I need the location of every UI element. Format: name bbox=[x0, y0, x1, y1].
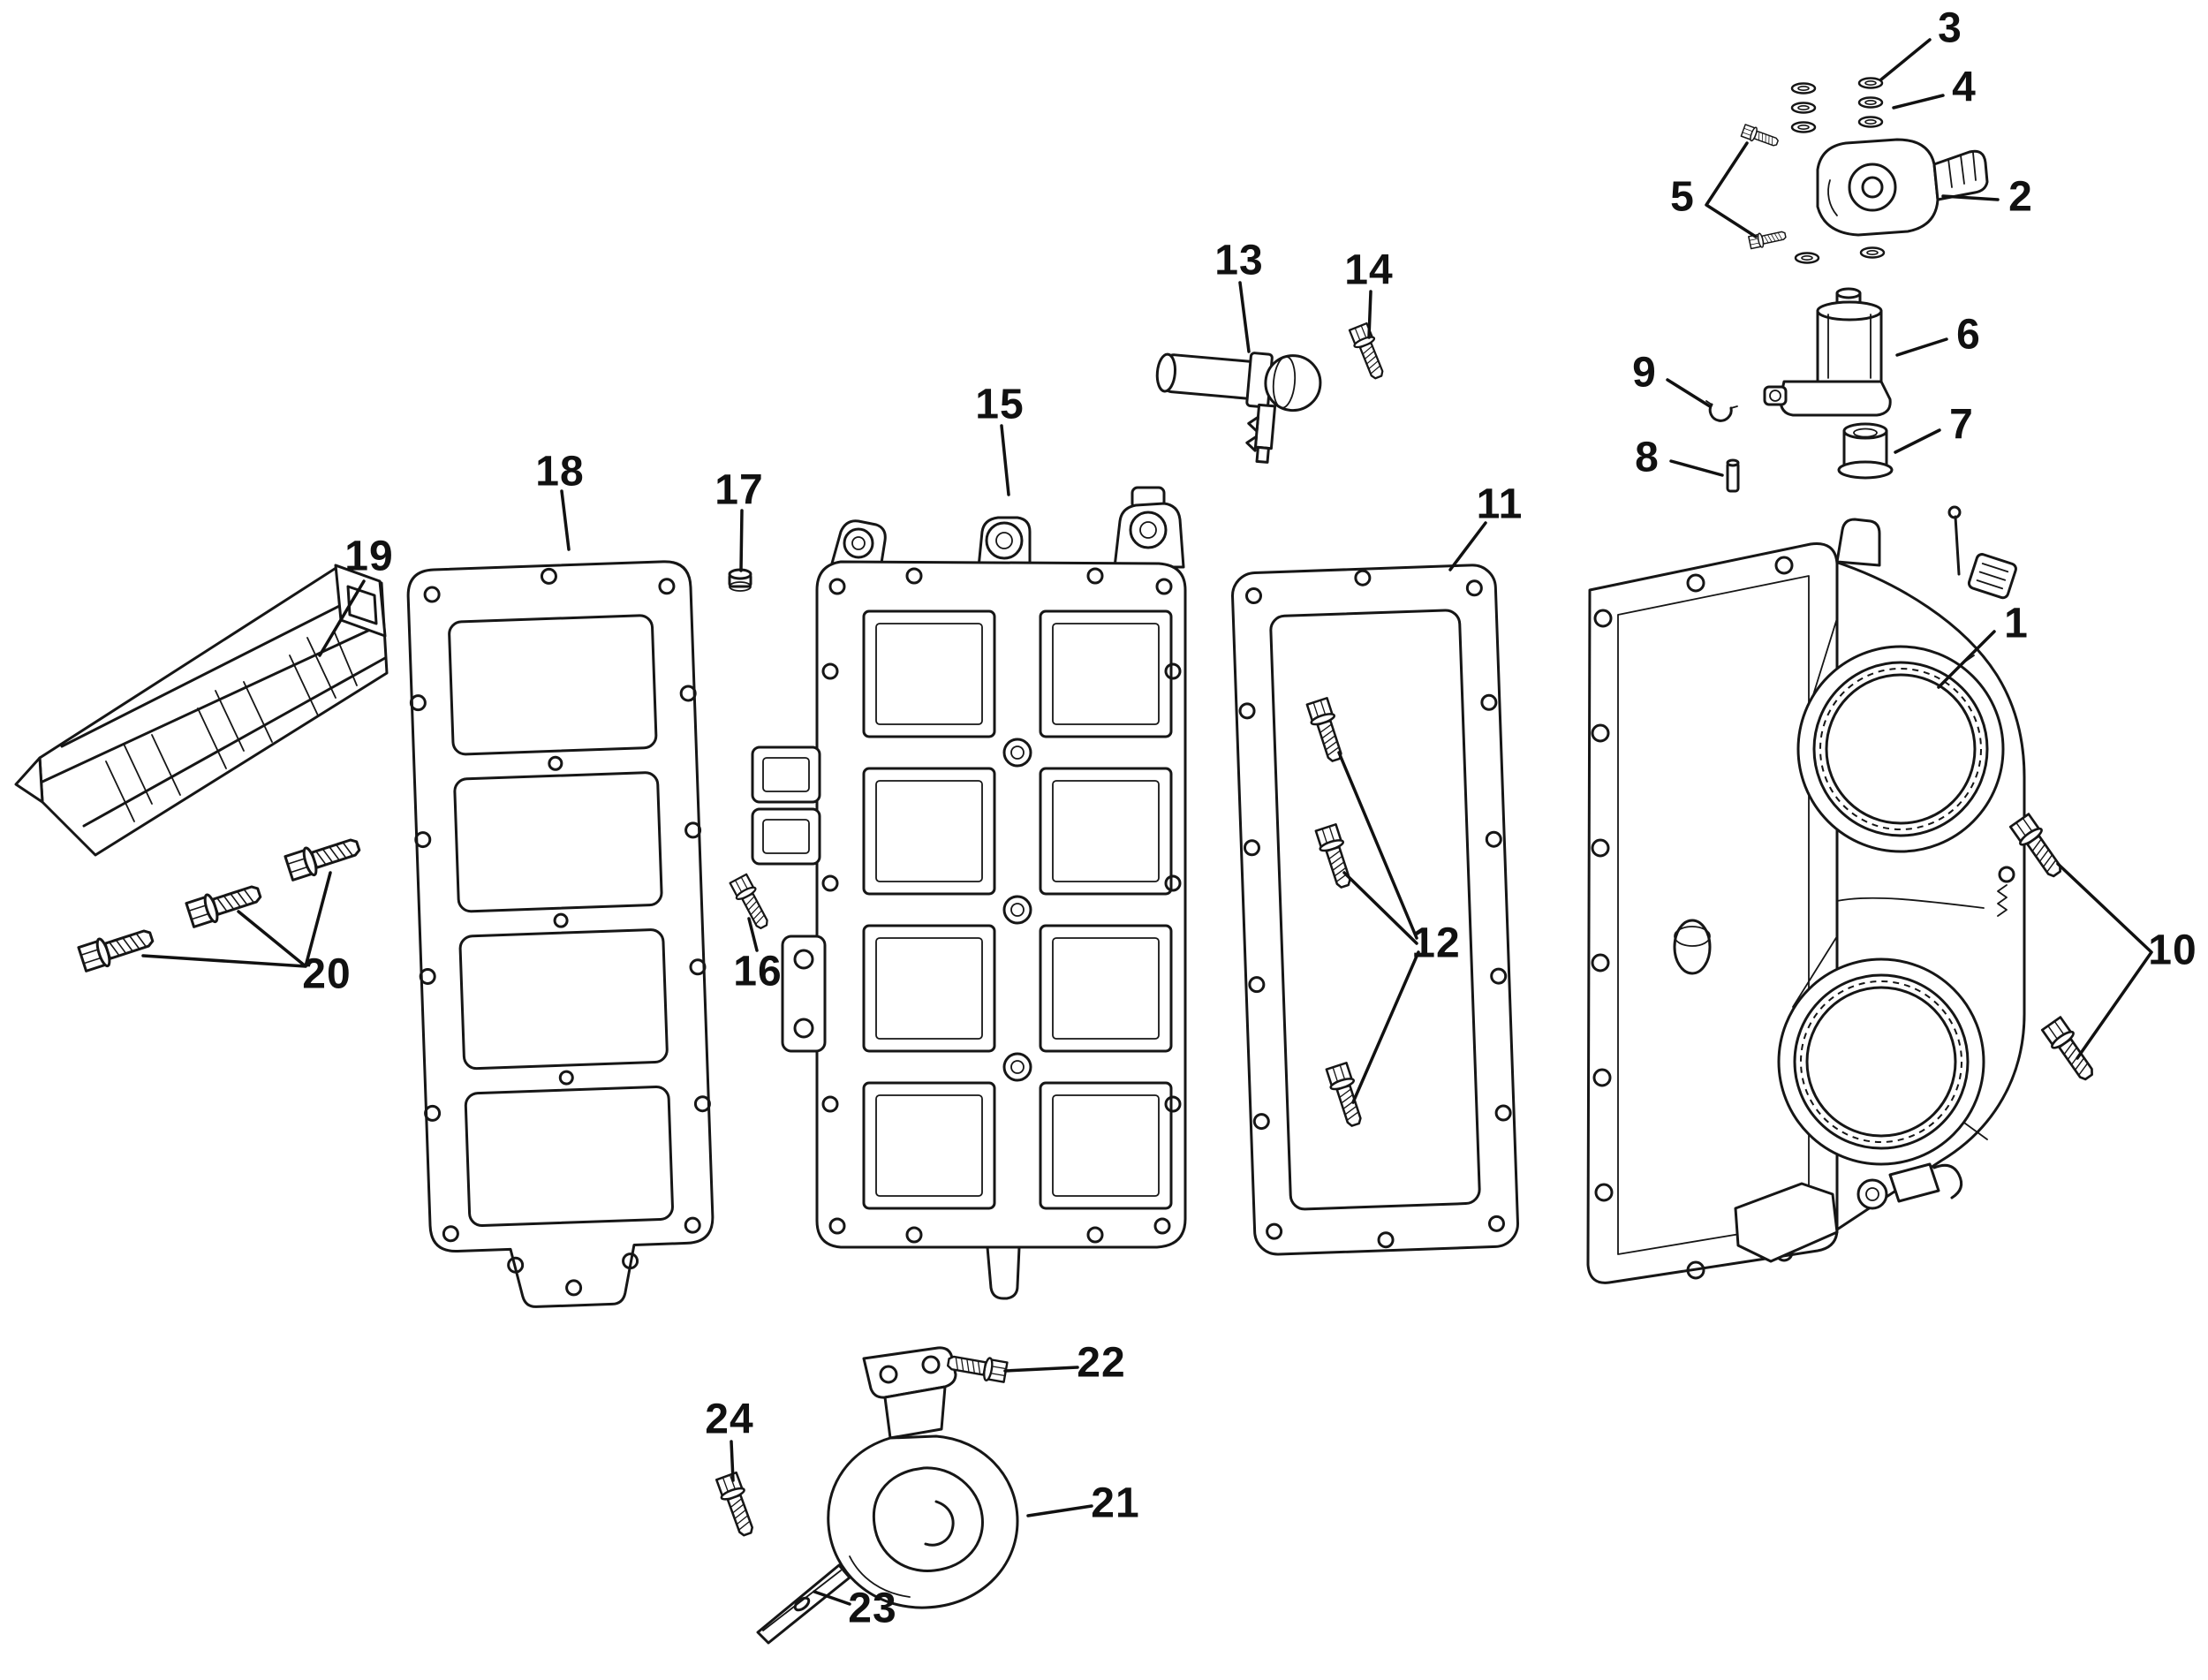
part-1-intake-manifold bbox=[1586, 505, 2026, 1284]
callout-10: 10 bbox=[2148, 927, 2197, 974]
callout-19: 19 bbox=[344, 533, 394, 580]
callout-17: 17 bbox=[715, 466, 764, 514]
callout-11: 11 bbox=[1476, 481, 1524, 528]
callout-7: 7 bbox=[1949, 401, 1974, 449]
callout-21: 21 bbox=[1091, 1479, 1140, 1527]
part-17-nut bbox=[728, 568, 752, 592]
part-2-throttle-position-sensor bbox=[1816, 138, 1989, 237]
part-7-bushing bbox=[1837, 422, 1894, 480]
part-18-gasket bbox=[406, 560, 715, 1308]
callout-2: 2 bbox=[2008, 173, 2033, 221]
callout-12: 12 bbox=[1411, 919, 1461, 967]
callout-5: 5 bbox=[1670, 173, 1695, 221]
part-19-reed-valve-assembly bbox=[14, 564, 389, 857]
part-23-retainer-plate bbox=[756, 1563, 851, 1645]
part-11-gasket bbox=[1231, 564, 1519, 1256]
callout-8: 8 bbox=[1635, 434, 1660, 481]
callout-9: 9 bbox=[1632, 349, 1657, 397]
part-21-bracket bbox=[827, 1346, 1019, 1609]
part-8-pin bbox=[1726, 458, 1740, 493]
callout-4: 4 bbox=[1952, 64, 1977, 111]
callout-23: 23 bbox=[848, 1585, 897, 1632]
callout-14: 14 bbox=[1344, 246, 1394, 294]
part-13-sensor bbox=[1155, 352, 1322, 464]
leader-lines bbox=[141, 38, 2153, 1606]
callout-16: 16 bbox=[733, 948, 783, 995]
callout-15: 15 bbox=[975, 381, 1025, 428]
callout-22: 22 bbox=[1077, 1339, 1126, 1387]
callout-20: 20 bbox=[302, 950, 352, 998]
callout-18: 18 bbox=[535, 448, 585, 496]
callout-24: 24 bbox=[705, 1396, 754, 1443]
part-24-bolt bbox=[714, 1471, 760, 1540]
part-9-retainer-clip bbox=[1705, 400, 1738, 422]
callout-13: 13 bbox=[1214, 237, 1264, 284]
part-6-solenoid bbox=[1763, 287, 1892, 417]
part-15-reed-block-plate bbox=[751, 486, 1187, 1300]
callout-3: 3 bbox=[1938, 4, 1962, 52]
callout-6: 6 bbox=[1956, 311, 1981, 359]
callout-1: 1 bbox=[2004, 600, 2029, 647]
